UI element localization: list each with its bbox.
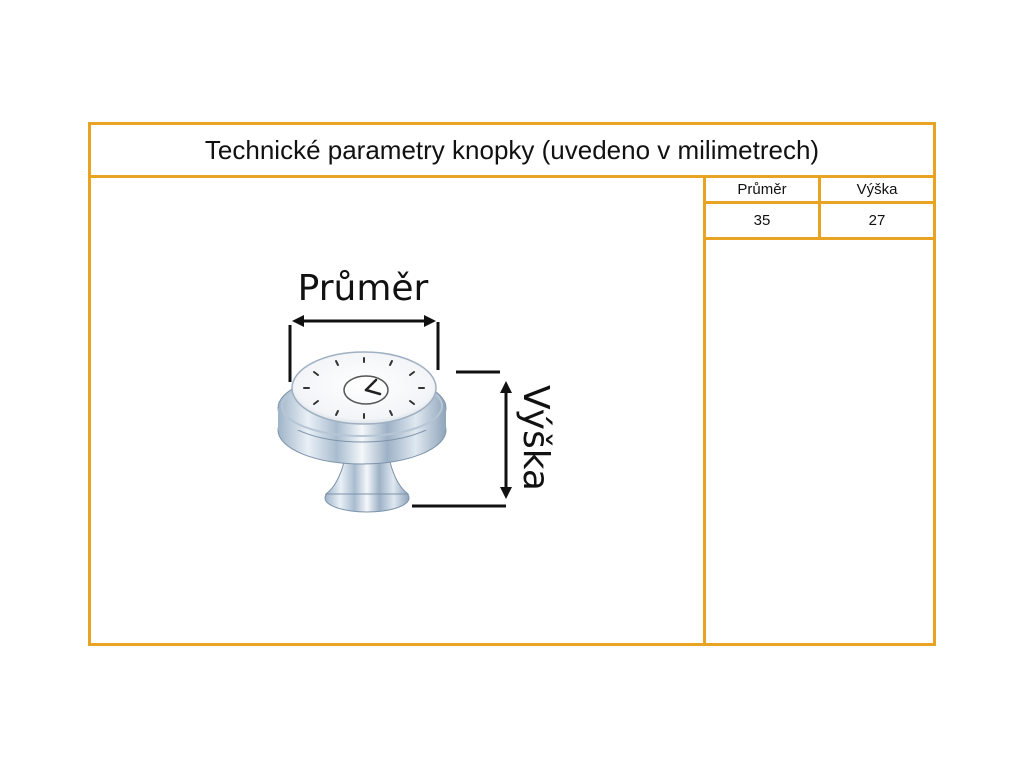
height-label: Výška xyxy=(515,385,556,491)
diameter-label: Průměr xyxy=(298,268,429,309)
spec-table-value-row: 35 27 xyxy=(706,204,933,240)
value-diameter: 35 xyxy=(706,204,821,237)
page-title: Technické parametry knopky (uvedeno v mi… xyxy=(91,125,933,178)
header-diameter: Průměr xyxy=(706,178,821,201)
diameter-arrow xyxy=(292,315,436,327)
spec-table-header-row: Průměr Výška xyxy=(706,178,933,204)
height-arrow xyxy=(500,381,512,499)
header-height: Výška xyxy=(856,181,898,198)
spec-sheet-frame: Technické parametry knopky (uvedeno v mi… xyxy=(88,122,936,646)
spec-table: Průměr Výška 35 27 xyxy=(706,178,933,240)
knob-illustration xyxy=(277,351,447,513)
divider-vertical xyxy=(703,178,706,643)
value-height: 27 xyxy=(868,212,886,229)
